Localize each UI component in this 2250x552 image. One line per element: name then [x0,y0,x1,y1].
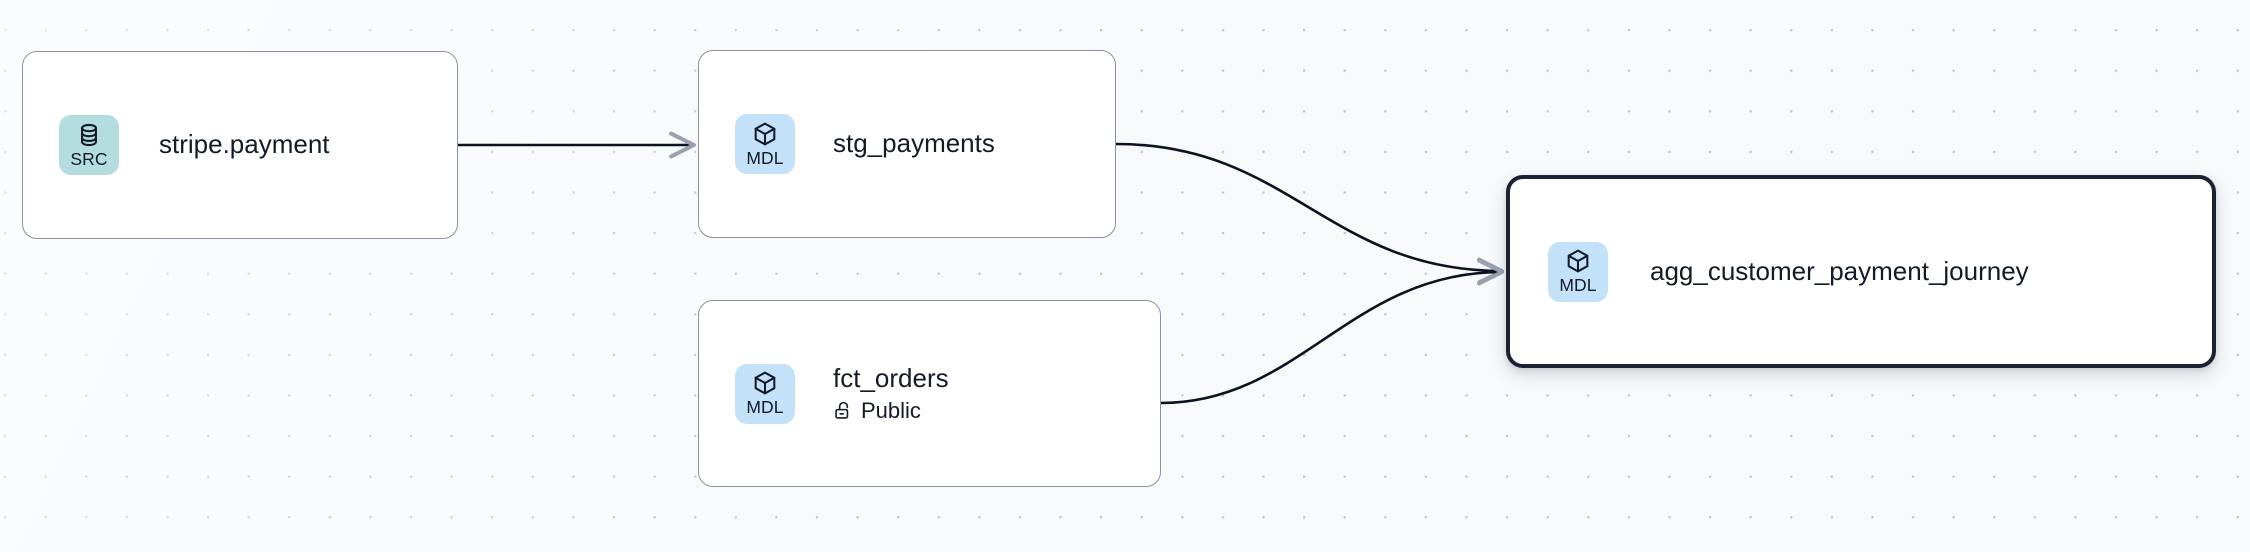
node-title: stripe.payment [159,129,330,160]
edge-stg-payments-to-agg-customer-payment-journey[interactable] [1115,142,1505,285]
model-badge-label: MDL [746,147,784,168]
cube-icon [752,370,778,396]
model-badge: MDL [735,363,795,424]
node-text-block: stg_payments [833,129,995,158]
node-title: fct_orders [833,362,949,393]
database-icon [76,122,102,148]
node-text-block: fct_orders Public [833,362,949,423]
node-visibility-label: Public [861,397,921,423]
graph-node-stg-payments[interactable]: MDL stg_payments [698,50,1116,238]
cube-icon [752,121,778,147]
model-badge-label: MDL [1559,275,1597,296]
source-badge: SRC [59,115,119,175]
node-visibility: Public [833,398,949,423]
node-text-block: agg_customer_payment_journey [1650,255,2029,286]
model-badge: MDL [1548,241,1608,302]
node-text-block: stripe.payment [159,130,330,159]
node-title: agg_customer_payment_journey [1650,255,2029,286]
node-title: stg_payments [833,128,995,159]
graph-node-fct-orders[interactable]: MDL fct_orders Public [698,300,1161,487]
unlocked-padlock-icon [833,400,854,421]
source-badge-label: SRC [70,148,108,169]
cube-icon [1565,248,1591,274]
model-badge: MDL [735,114,795,174]
graph-node-stripe-payment[interactable]: SRC stripe.payment [22,51,458,239]
graph-node-agg-customer-payment-journey[interactable]: MDL agg_customer_payment_journey [1506,175,2216,368]
model-badge-label: MDL [746,397,784,418]
edge-fct-orders-to-agg-customer-payment-journey[interactable] [1160,258,1505,405]
